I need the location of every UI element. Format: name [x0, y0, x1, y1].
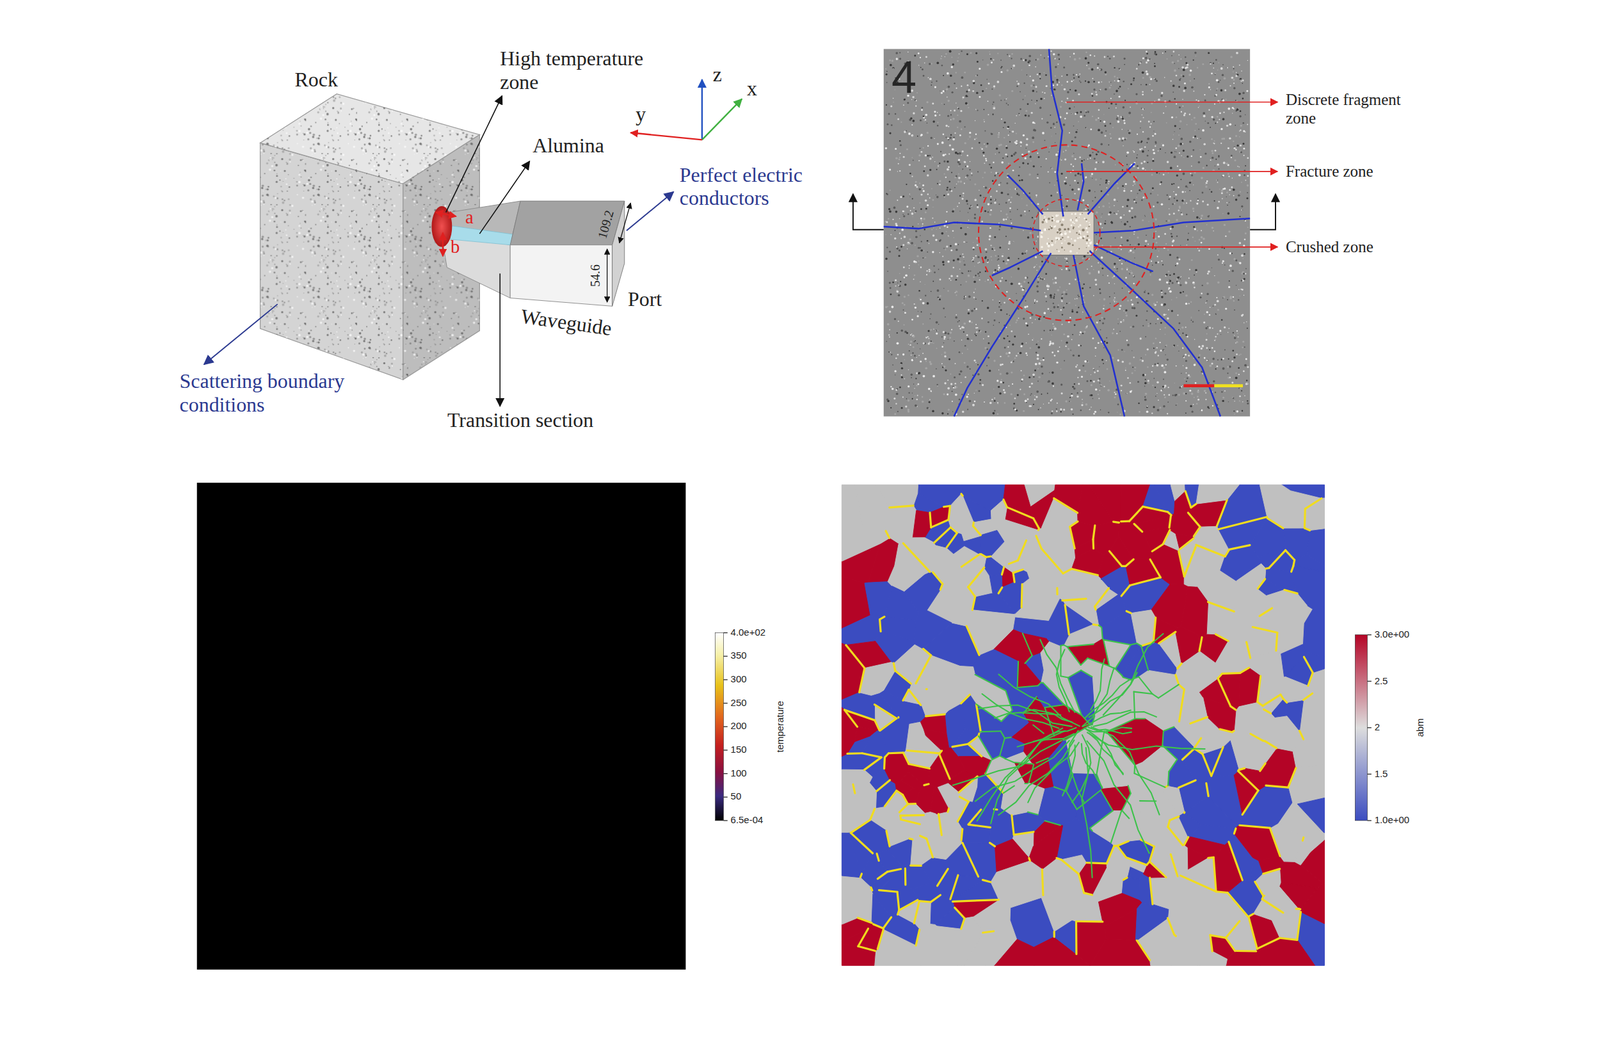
figure-stage: RockHigh temperature zoneAluminazxyPerfe…: [0, 0, 1600, 1037]
